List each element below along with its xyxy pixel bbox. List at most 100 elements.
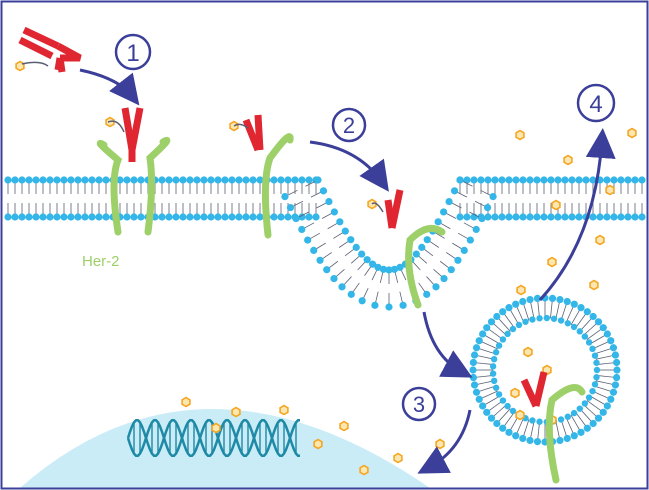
lipid-head [533,213,541,221]
lipid-head [609,388,618,396]
lipid-head [165,176,173,184]
lipid-head [493,312,501,321]
lipid-head [32,213,40,221]
lipid-head [39,213,47,221]
lipid-head [589,387,596,395]
lipid-head [499,336,507,343]
drug-payload-icon [627,127,637,139]
lipid-head [581,333,589,340]
lipid-head [589,176,597,184]
arrow-step2 [309,140,389,192]
lipid-head [561,176,569,184]
lipid-head [4,213,12,221]
lipid-head [570,409,578,417]
lipid-head [369,260,377,268]
lipid-head [18,176,26,184]
lipid-head [341,227,349,235]
lipid-head [526,176,534,184]
step-3-label: 3 [413,392,425,417]
lipid-head [526,436,534,445]
drug-payload-icon [181,396,191,408]
lipid-head [347,236,355,244]
lipid-head [11,213,19,221]
drug-payload-icon [547,256,557,268]
drug-payload-icon [435,438,445,450]
lipid-head [281,193,289,201]
drug-payload-icon [339,420,349,432]
lipid-head [277,176,285,184]
step-markers [114,33,616,422]
lipid-head [418,243,426,251]
antibody-linker [21,61,384,213]
lipid-head [214,213,222,221]
drug-payload-icon [279,404,289,416]
lipid-head [526,213,534,221]
lipid-head [563,297,571,306]
lipid-head [390,265,399,273]
lipid-head [540,213,548,221]
lipid-head [450,187,459,195]
lipid-head [561,213,569,221]
lipid-head [483,203,492,212]
lipid-head [624,176,632,184]
lipid-head [591,352,599,359]
lipid-head [603,176,611,184]
lipid-head [456,213,464,221]
lipid-head [489,370,497,377]
lipid-head [67,176,75,184]
lipid-head [607,337,615,345]
lipid-head [512,213,520,221]
lipid-head [434,218,442,226]
lipid-head [638,176,646,184]
lipid-head [358,297,366,305]
lipid-head [235,176,243,184]
drug-payload-icon [563,154,573,166]
lipid-head [570,300,578,308]
lipid-head [270,213,278,221]
lipid-head [207,176,215,184]
drug-payload-icon [510,387,520,399]
arrow-to-endosome [422,311,473,378]
lipid-head [487,414,496,422]
lipid-head [589,419,597,428]
lipid-head [490,355,498,363]
lipid-head [310,246,318,254]
lipid-head [536,315,543,322]
lipid-head [447,266,455,274]
lipid-head [564,320,571,327]
lipid-head [242,176,250,184]
nucleus [20,409,430,488]
lipid-head [102,213,110,221]
lipid-head [463,176,471,184]
lipid-head [186,213,194,221]
lipid-head [594,318,603,326]
lipid-head [505,304,513,312]
lipid-head [305,176,313,184]
lipid-head [613,358,621,367]
lipid-head [81,213,89,221]
lipid-head [286,203,295,212]
lipid-head [316,256,324,264]
lipid-head [582,176,590,184]
lipid-head [374,263,382,271]
lipid-head [284,213,292,221]
lipid-head [556,436,564,445]
lipid-head [505,176,513,184]
lipid-head [631,176,639,184]
lipid-head [512,432,520,440]
lipid-head [529,417,536,424]
lipid-head [60,176,68,184]
lipid-head [379,265,388,273]
cell-membrane-invagination [281,176,497,311]
lipid-head [533,438,542,446]
lipid-head [548,294,557,302]
lipid-head [463,213,471,221]
lipid-head [137,176,145,184]
lipid-head [130,176,138,184]
lipid-head [186,176,194,184]
lipid-head [484,176,492,184]
lipid-head [487,318,496,326]
lipid-head [116,176,124,184]
lipid-head [270,176,278,184]
